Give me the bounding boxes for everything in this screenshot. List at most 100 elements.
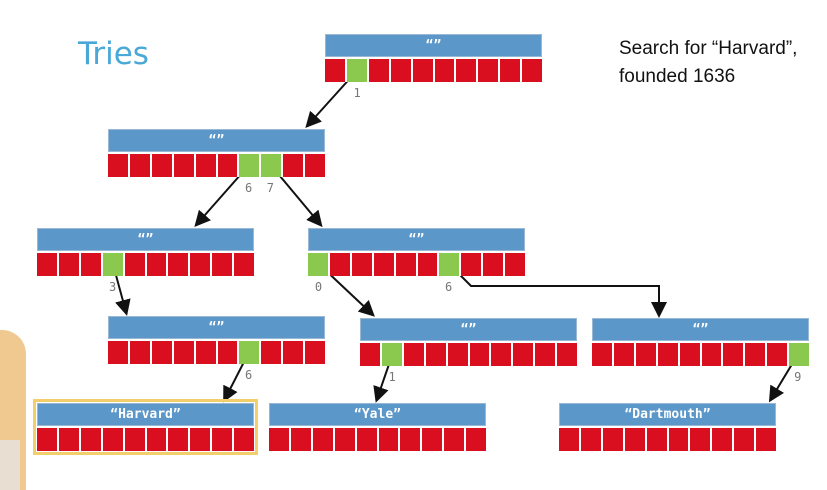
trie-cell-9 — [305, 154, 326, 177]
trie-cell-5 — [217, 154, 240, 177]
trie-cell-2 — [312, 428, 335, 451]
trie-cell-8 — [500, 59, 523, 82]
trie-cell-8 — [483, 253, 506, 276]
trie-cell-2 — [151, 154, 174, 177]
trie-cell-9 — [557, 343, 578, 366]
trie-cell-2 — [403, 343, 426, 366]
trie-cell-4 — [447, 343, 470, 366]
trie-node-root: “” — [325, 34, 543, 82]
trie-cell-4 — [412, 59, 435, 82]
digit-label: 6 — [245, 181, 253, 195]
trie-cell-4 — [195, 154, 218, 177]
search-note-line2: founded 1636 — [619, 66, 736, 87]
trie-cell-5 — [146, 253, 169, 276]
trie-cell-8 — [283, 154, 306, 177]
trie-cell-3 — [624, 428, 647, 451]
trie-node-label: “” — [37, 228, 254, 251]
trie-cell-3 — [173, 341, 196, 364]
search-note-line1: Search for “Harvard”, — [619, 38, 798, 59]
trie-cell-7 — [461, 253, 484, 276]
trie-cell-7 — [190, 428, 213, 451]
trie-cell-2 — [368, 59, 391, 82]
digit-label: 6 — [445, 280, 453, 294]
trie-cell-9 — [756, 428, 777, 451]
trie-cell-1 — [329, 253, 352, 276]
trie-cell-8 — [283, 341, 306, 364]
trie-cell-1 — [381, 343, 404, 366]
trie-cell-8 — [444, 428, 467, 451]
trie-cell-6 — [690, 428, 713, 451]
trie-cell-7 — [261, 154, 284, 177]
search-note: Search for “Harvard”, founded 1636 — [619, 35, 797, 91]
trie-cell-1 — [58, 428, 81, 451]
trie-node-label: “” — [308, 228, 525, 251]
trie-cell-8 — [212, 253, 235, 276]
digit-label: 9 — [794, 370, 802, 384]
trie-cell-1 — [346, 59, 369, 82]
trie-node-yale: “Yale” — [269, 403, 487, 451]
trie-cell-6 — [400, 428, 423, 451]
trie-cell-1 — [613, 343, 636, 366]
trie-cell-5 — [378, 428, 401, 451]
trie-node-label: “” — [325, 34, 542, 57]
trie-cell-9 — [522, 59, 543, 82]
trie-node-n17: “” — [308, 228, 526, 276]
trie-cell-4 — [195, 341, 218, 364]
trie-node-n1: “” — [108, 129, 326, 177]
trie-node-label: “Yale” — [269, 403, 486, 426]
slide-title: Tries — [78, 36, 149, 72]
presenter-shirt — [0, 440, 20, 490]
digit-label: 0 — [314, 280, 323, 294]
trie-cell-0 — [592, 343, 614, 366]
trie-cell-6 — [491, 343, 514, 366]
digit-label: 1 — [353, 86, 361, 100]
trie-node-n170: “” — [360, 318, 578, 366]
trie-cell-0 — [37, 428, 59, 451]
trie-node-array — [108, 341, 326, 364]
trie-cell-7 — [745, 343, 768, 366]
trie-cell-7 — [513, 343, 536, 366]
trie-cell-0 — [269, 428, 291, 451]
trie-cell-6 — [239, 154, 262, 177]
trie-cell-4 — [679, 343, 702, 366]
trie-cell-0 — [108, 154, 130, 177]
trie-cell-1 — [58, 253, 81, 276]
trie-cell-6 — [723, 343, 746, 366]
trie-node-n16: “” — [37, 228, 255, 276]
trie-node-array — [37, 428, 255, 451]
trie-node-label: “Harvard” — [37, 403, 254, 426]
trie-cell-0 — [559, 428, 581, 451]
trie-node-label: “” — [108, 129, 325, 152]
trie-cell-9 — [234, 428, 255, 451]
trie-cell-6 — [168, 253, 191, 276]
trie-node-n163: “” — [108, 316, 326, 364]
trie-cell-9 — [466, 428, 487, 451]
digit-label: 1 — [388, 370, 396, 384]
trie-node-array — [108, 154, 326, 177]
trie-node-n176: “” — [592, 318, 810, 366]
trie-cell-7 — [478, 59, 501, 82]
trie-cell-2 — [351, 253, 374, 276]
trie-cell-3 — [390, 59, 413, 82]
trie-cell-9 — [789, 343, 810, 366]
trie-cell-6 — [439, 253, 462, 276]
trie-cell-0 — [108, 341, 130, 364]
trie-cell-2 — [635, 343, 658, 366]
trie-cell-5 — [469, 343, 492, 366]
trie-cell-3 — [173, 154, 196, 177]
trie-cell-7 — [190, 253, 213, 276]
trie-cell-4 — [124, 428, 147, 451]
trie-node-array — [37, 253, 255, 276]
trie-node-array — [308, 253, 526, 276]
trie-cell-5 — [417, 253, 440, 276]
trie-cell-2 — [80, 428, 103, 451]
trie-cell-0 — [308, 253, 330, 276]
trie-cell-0 — [360, 343, 382, 366]
trie-cell-7 — [712, 428, 735, 451]
trie-cell-8 — [212, 428, 235, 451]
trie-cell-1 — [129, 154, 152, 177]
trie-cell-8 — [535, 343, 558, 366]
trie-node-label: “” — [592, 318, 809, 341]
trie-cell-3 — [102, 428, 125, 451]
trie-cell-3 — [334, 428, 357, 451]
